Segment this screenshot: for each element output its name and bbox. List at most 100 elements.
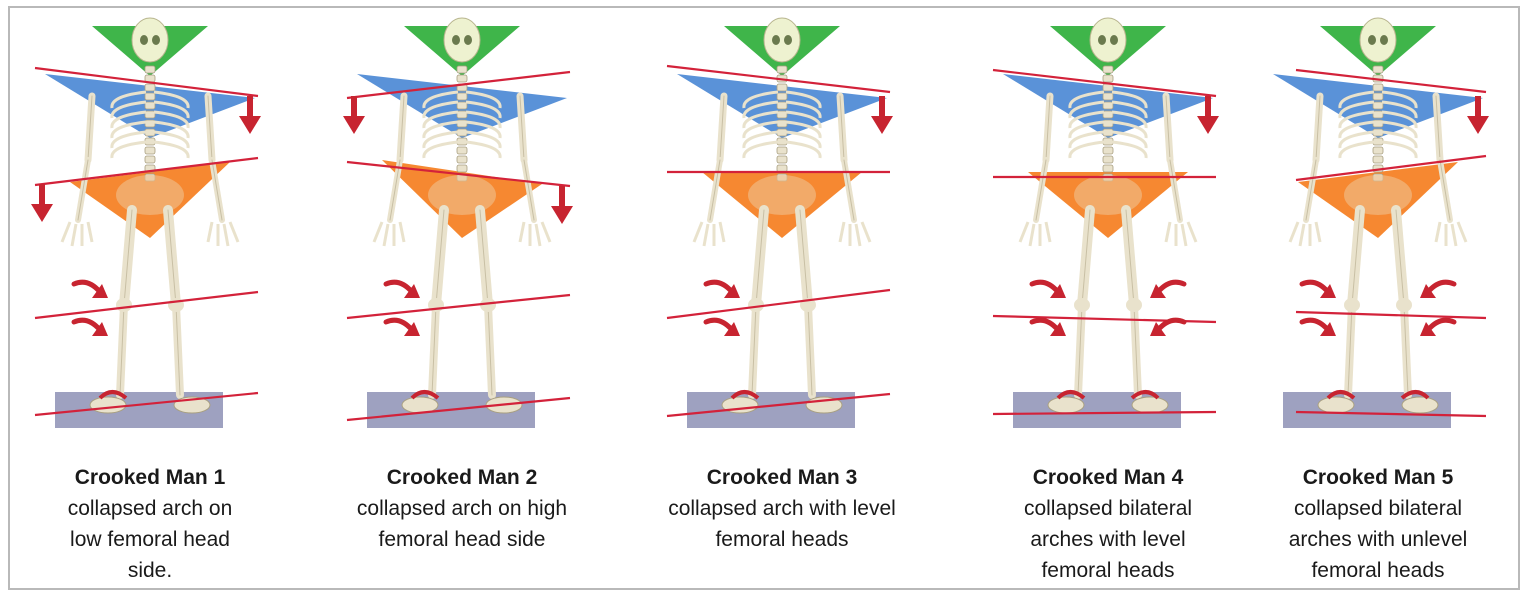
vertebra [144,155,156,164]
knee-arrow-upper-left-curve [1029,279,1061,295]
vertebra [1102,146,1114,155]
tilt-line-3 [666,288,891,320]
skull-eye-right [1110,35,1118,45]
bone-outline [1439,159,1451,221]
knee-left [1074,298,1090,312]
vertebra [1372,65,1384,74]
rib-left [742,130,779,149]
rib-right [153,100,190,119]
bone-outline [1125,209,1135,306]
skull-eye-right [784,35,792,45]
knee-arrow-upper-left-tip [1050,284,1066,298]
rib-right [465,90,502,109]
vertebra [456,119,468,128]
rib-left [1338,140,1375,159]
arch-right-marker [1130,390,1160,400]
bone-outline [709,159,721,221]
arch-right-marker [1400,390,1430,400]
arch-left-marker [410,390,440,400]
vertebra [1372,83,1384,92]
bone-outline [399,95,405,161]
tilt-line-4 [346,396,571,422]
bone-outline [1315,95,1321,161]
vertebra [456,146,468,155]
bone-outline [1165,95,1171,161]
rib-right [153,130,190,149]
bone-outline [175,304,181,396]
knee-arrow-lower-right-curve [1425,317,1457,333]
vertebra [776,146,788,155]
bone-outline [435,209,445,306]
bone-outline [1045,95,1051,161]
knee-left [1344,298,1360,312]
rib-left [110,120,147,139]
knee-arrow-lower-right-tip [1420,322,1436,336]
rib-right [153,90,190,109]
vertebra [1372,155,1384,164]
bone-outline [807,304,813,396]
vertebra [776,155,788,164]
bone-outline [843,159,855,221]
bone-outline [1347,304,1353,396]
rib-left [1338,90,1375,109]
hand-right [838,221,872,247]
caption-title: Crooked Man 2 [386,466,538,489]
hand-right [1434,221,1468,247]
vertebra [1102,164,1114,173]
skeleton-illustration-2 [343,17,573,428]
tilt-line-4 [34,391,259,417]
skeleton-illustration-4 [992,17,1219,428]
caption-title: Crooked Man 1 [74,466,226,489]
rib-left [742,140,779,159]
vertebra [144,65,156,74]
vertebra [776,65,788,74]
bone-outline [123,209,133,306]
hand-right [1164,221,1198,247]
vertebra [456,137,468,146]
rib-left [1068,100,1105,119]
knee-arrow-lower-left-tip [92,322,108,336]
tilt-line-1 [34,66,259,98]
rib-left [110,110,147,129]
vertebra [456,92,468,101]
bone-outline [719,95,725,161]
rib-left [422,100,459,119]
knee-right [480,298,496,312]
rib-left [1068,130,1105,149]
skull-eye-left [452,35,460,45]
rib-right [1381,130,1418,149]
vertebra [456,128,468,137]
vertebra [1102,137,1114,146]
rib-right [465,130,502,149]
skull-eye-left [1368,35,1376,45]
rib-right [1111,90,1148,109]
vertebra [776,83,788,92]
arch-left-marker [1056,390,1086,400]
vertebra [1372,137,1384,146]
foot-left [89,396,127,414]
knee-arrow-lower-left-curve [383,317,415,333]
knee-arrow-upper-right-tip [1150,284,1166,298]
caption-description: collapsed arch on high femoral head side [356,497,568,551]
rib-left [422,140,459,159]
knee-arrow-lower-left-tip [1320,322,1336,336]
knee-arrow-upper-right-tip [1420,284,1436,298]
vertebra [776,137,788,146]
knee-arrow-lower-right-curve [1155,317,1187,333]
caption-description: collapsed bilateral arches with unlevel … [1288,497,1468,582]
rib-right [1111,130,1148,149]
rib-left [110,90,147,109]
skeleton-group [31,17,261,428]
vertebra [144,119,156,128]
rib-right [1381,100,1418,119]
tilt-line-4 [1295,410,1487,418]
hand-left [372,221,406,247]
knee-arrow-upper-right-curve [1425,279,1457,295]
pelvis-bone [1074,175,1142,215]
foot-left [1047,396,1085,414]
skull-eye-right [152,35,160,45]
pelvis-arrow-left-head [31,204,53,222]
vertebra [1372,128,1384,137]
